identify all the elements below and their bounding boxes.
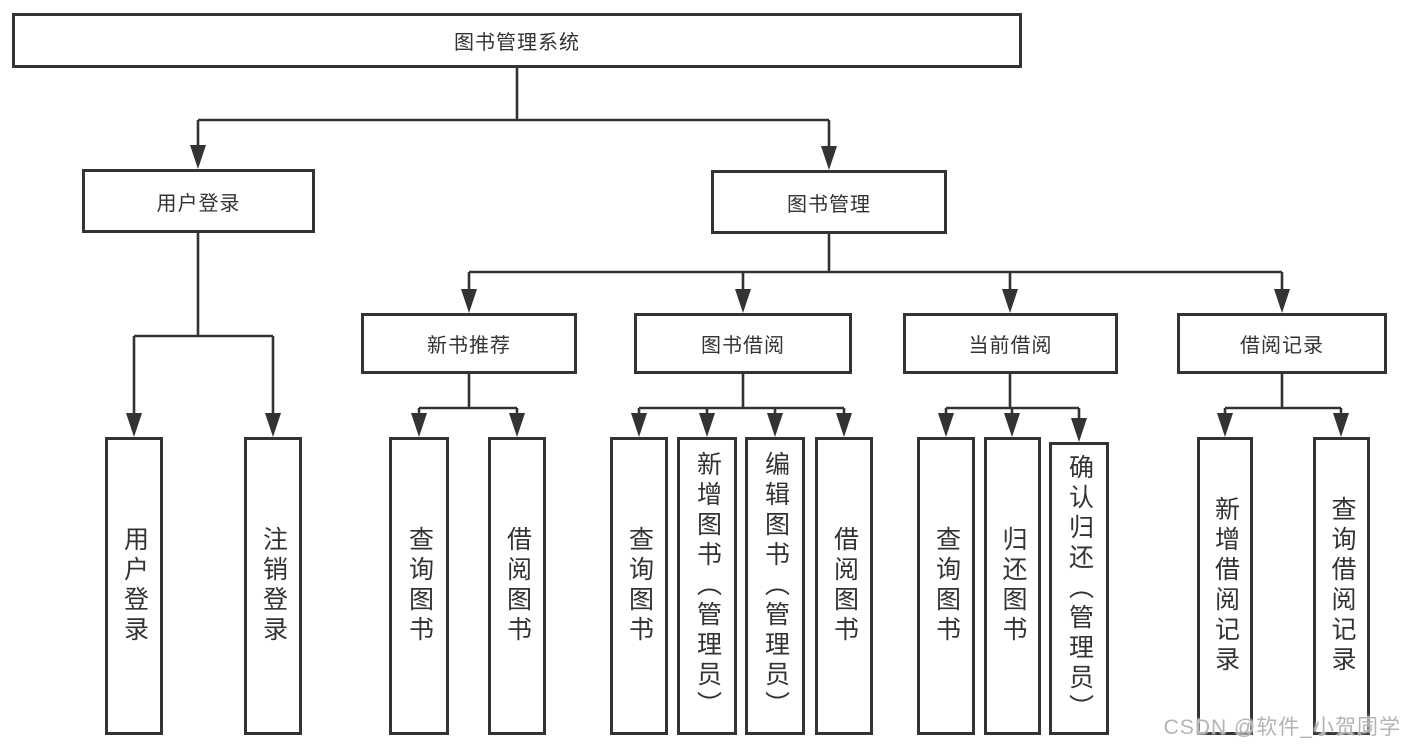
- node-query-books-current: 查询图书: [917, 437, 975, 735]
- node-user-login-leaf: 用户登录: [105, 437, 163, 735]
- node-borrow-books-borrowing: 借阅图书: [815, 437, 873, 735]
- node-user-login: 用户登录: [82, 169, 315, 233]
- node-query-books-borrowing: 查询图书: [610, 437, 668, 735]
- csdn-watermark: CSDN @软件_小贺同学: [1163, 716, 1401, 739]
- node-logout-leaf: 注销登录: [244, 437, 302, 735]
- node-confirm-return-admin: 确认归还（管理员）: [1049, 442, 1109, 735]
- node-return-books: 归还图书: [984, 437, 1041, 735]
- node-current-borrowing: 当前借阅: [903, 313, 1118, 374]
- node-borrow-books-recommend: 借阅图书: [488, 437, 546, 735]
- node-library-system: 图书管理系统: [12, 13, 1022, 68]
- node-query-books-recommend: 查询图书: [389, 437, 449, 735]
- node-edit-books-admin: 编辑图书（管理员）: [745, 437, 805, 735]
- node-borrowing-records: 借阅记录: [1177, 313, 1387, 374]
- node-new-book-recommendation: 新书推荐: [361, 313, 577, 374]
- node-book-borrowing: 图书借阅: [634, 313, 852, 374]
- node-book-management: 图书管理: [711, 170, 947, 234]
- node-add-books-admin: 新增图书（管理员）: [677, 437, 737, 735]
- node-query-borrow-record: 查询借阅记录: [1313, 437, 1370, 735]
- node-add-borrow-record: 新增借阅记录: [1197, 437, 1253, 735]
